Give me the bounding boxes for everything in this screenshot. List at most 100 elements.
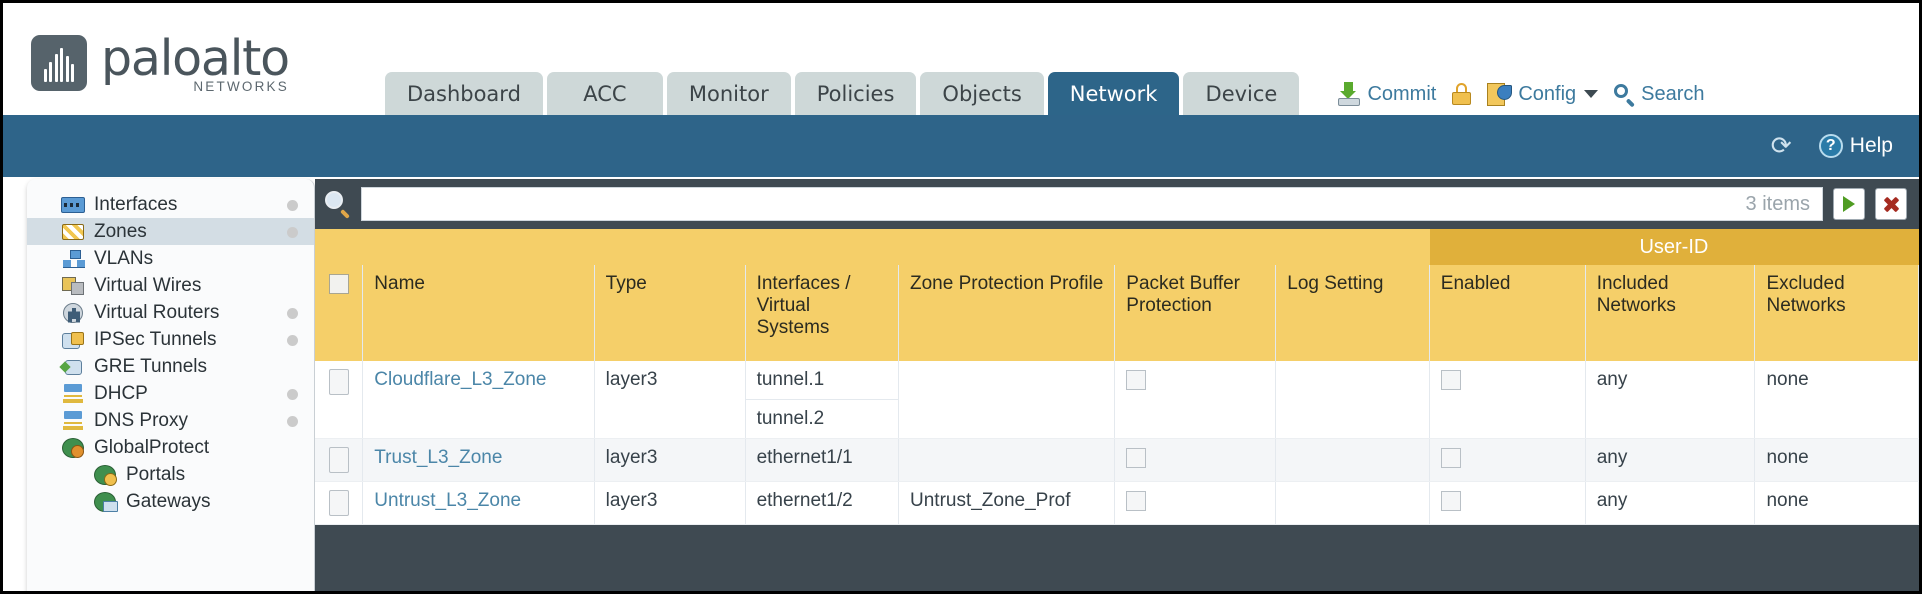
- virtual-routers-icon: [61, 302, 85, 323]
- commit-label: Commit: [1367, 82, 1437, 105]
- portals-icon: [93, 464, 117, 486]
- cell-log-setting: [1275, 438, 1430, 482]
- filter-search-icon[interactable]: [325, 191, 351, 219]
- cell-name: Cloudflare_L3_Zone: [362, 361, 595, 439]
- column-header-interfaces[interactable]: Interfaces / Virtual Systems: [745, 265, 900, 361]
- row-select-cell: [315, 361, 364, 439]
- column-header-log-setting[interactable]: Log Setting: [1275, 265, 1430, 361]
- status-dot: [287, 389, 298, 400]
- clear-filter-button[interactable]: [1875, 188, 1907, 220]
- cell-name: Untrust_L3_Zone: [362, 481, 595, 525]
- column-header-zone-protection-profile[interactable]: Zone Protection Profile: [898, 265, 1116, 361]
- zones-content-panel: 3 items: [315, 179, 1919, 591]
- config-label: Config: [1518, 82, 1577, 105]
- zone-name-link[interactable]: Trust_L3_Zone: [374, 447, 503, 468]
- packet-buffer-protection-checkbox[interactable]: [1126, 447, 1147, 468]
- column-header-packet-buffer-protection[interactable]: Packet Buffer Protection: [1114, 265, 1277, 361]
- help-label: Help: [1849, 134, 1893, 157]
- sidebar-item-globalprotect[interactable]: GlobalProtect: [27, 434, 314, 461]
- cell-excluded-networks: none: [1754, 361, 1919, 439]
- search-button[interactable]: Search: [1614, 82, 1705, 108]
- lock-icon[interactable]: [1452, 83, 1472, 105]
- brand-tagline: NETWORKS: [193, 78, 289, 94]
- cell-interfaces: ethernet1/2: [745, 481, 900, 525]
- row-checkbox[interactable]: [329, 369, 349, 395]
- packet-buffer-protection-checkbox[interactable]: [1126, 369, 1147, 390]
- globalprotect-icon: [61, 437, 85, 458]
- tab-device[interactable]: Device: [1183, 72, 1300, 115]
- cell-log-setting: [1275, 481, 1430, 525]
- chevron-down-icon: [1584, 90, 1599, 98]
- refresh-icon[interactable]: ⟳: [1770, 131, 1792, 160]
- cell-zone-protection-profile: Untrust_Zone_Prof: [898, 481, 1116, 525]
- userid-enabled-checkbox[interactable]: [1440, 369, 1461, 390]
- select-all-checkbox[interactable]: [329, 273, 349, 294]
- zone-name-link[interactable]: Cloudflare_L3_Zone: [374, 369, 547, 390]
- column-header-type[interactable]: Type: [594, 265, 746, 361]
- help-button[interactable]: ? Help: [1818, 134, 1893, 158]
- help-icon: ?: [1818, 134, 1843, 158]
- sidebar-item-virtual-routers[interactable]: Virtual Routers: [27, 299, 314, 326]
- paloalto-logo: paloalto NETWORKS: [31, 34, 290, 94]
- sidebar-item-gre-tunnels[interactable]: GRE Tunnels: [27, 353, 314, 380]
- cell-userid-enabled: [1429, 361, 1586, 439]
- dns-proxy-icon: [61, 410, 85, 431]
- cell-excluded-networks: none: [1754, 438, 1919, 482]
- tab-acc[interactable]: ACC: [546, 72, 663, 115]
- row-checkbox[interactable]: [329, 447, 349, 473]
- sidebar-item-ipsec-tunnels[interactable]: IPSec Tunnels: [27, 326, 314, 353]
- sidebar-item-label: Portals: [126, 464, 186, 485]
- network-sidebar: Interfaces Zones VLANs Virtual Wires Vir…: [27, 179, 315, 591]
- cell-included-networks: any: [1585, 438, 1756, 482]
- table-row[interactable]: Untrust_L3_Zone layer3 ethernet1/2 Untru…: [315, 481, 1919, 525]
- row-select-cell: [315, 481, 364, 525]
- sidebar-item-dns-proxy[interactable]: DNS Proxy: [27, 407, 314, 434]
- cell-name: Trust_L3_Zone: [362, 438, 595, 482]
- userid-enabled-checkbox[interactable]: [1440, 447, 1461, 468]
- apply-filter-button[interactable]: [1833, 188, 1865, 220]
- sidebar-item-interfaces[interactable]: Interfaces: [27, 191, 314, 218]
- config-menu[interactable]: Config: [1487, 82, 1599, 106]
- secondary-toolbar: ⟳ ? Help: [3, 115, 1919, 177]
- search-label: Search: [1641, 82, 1705, 105]
- sidebar-item-portals[interactable]: Portals: [27, 461, 314, 488]
- table-row[interactable]: Cloudflare_L3_Zone layer3 tunnel.1 tunne…: [315, 361, 1919, 439]
- tab-network[interactable]: Network: [1047, 72, 1180, 115]
- sidebar-item-zones[interactable]: Zones: [27, 218, 314, 245]
- cell-interfaces: tunnel.1 tunnel.2: [745, 361, 900, 439]
- item-count: 3 items: [1745, 192, 1810, 215]
- tab-objects[interactable]: Objects: [920, 72, 1044, 115]
- sidebar-item-virtual-wires[interactable]: Virtual Wires: [27, 272, 314, 299]
- sidebar-item-vlans[interactable]: VLANs: [27, 245, 314, 272]
- zone-name-link[interactable]: Untrust_L3_Zone: [374, 490, 522, 511]
- sidebar-item-label: VLANs: [94, 248, 154, 269]
- row-select-cell: [315, 438, 364, 482]
- tab-policies[interactable]: Policies: [794, 72, 917, 115]
- cell-interfaces: ethernet1/1: [745, 438, 900, 482]
- cell-packet-buffer-protection: [1114, 361, 1277, 439]
- filter-search-input[interactable]: 3 items: [361, 187, 1823, 221]
- column-header-excluded-networks[interactable]: Excluded Networks: [1754, 265, 1919, 361]
- sidebar-item-label: Virtual Routers: [94, 302, 220, 323]
- config-icon: [1487, 82, 1513, 106]
- column-header-enabled[interactable]: Enabled: [1429, 265, 1586, 361]
- userid-enabled-checkbox[interactable]: [1440, 490, 1461, 511]
- packet-buffer-protection-checkbox[interactable]: [1126, 490, 1147, 511]
- apply-filter-arrow-icon: [1843, 196, 1855, 212]
- sidebar-item-dhcp[interactable]: DHCP: [27, 380, 314, 407]
- cell-type: layer3: [594, 361, 746, 439]
- tab-monitor[interactable]: Monitor: [666, 72, 791, 115]
- column-header-name[interactable]: Name: [362, 265, 595, 361]
- commit-button[interactable]: Commit: [1337, 82, 1436, 106]
- cell-excluded-networks: none: [1754, 481, 1919, 525]
- cell-zone-protection-profile: [898, 438, 1116, 482]
- row-checkbox[interactable]: [329, 490, 349, 516]
- column-header-included-networks[interactable]: Included Networks: [1585, 265, 1756, 361]
- table-row[interactable]: Trust_L3_Zone layer3 ethernet1/1: [315, 438, 1919, 482]
- ipsec-tunnels-icon: [61, 330, 85, 350]
- cell-included-networks: any: [1585, 481, 1756, 525]
- sidebar-item-gateways[interactable]: Gateways: [27, 488, 314, 515]
- interfaces-icon: [61, 195, 85, 215]
- tab-dashboard[interactable]: Dashboard: [384, 72, 543, 115]
- app-header: paloalto NETWORKS Dashboard ACC Monitor …: [3, 3, 1919, 115]
